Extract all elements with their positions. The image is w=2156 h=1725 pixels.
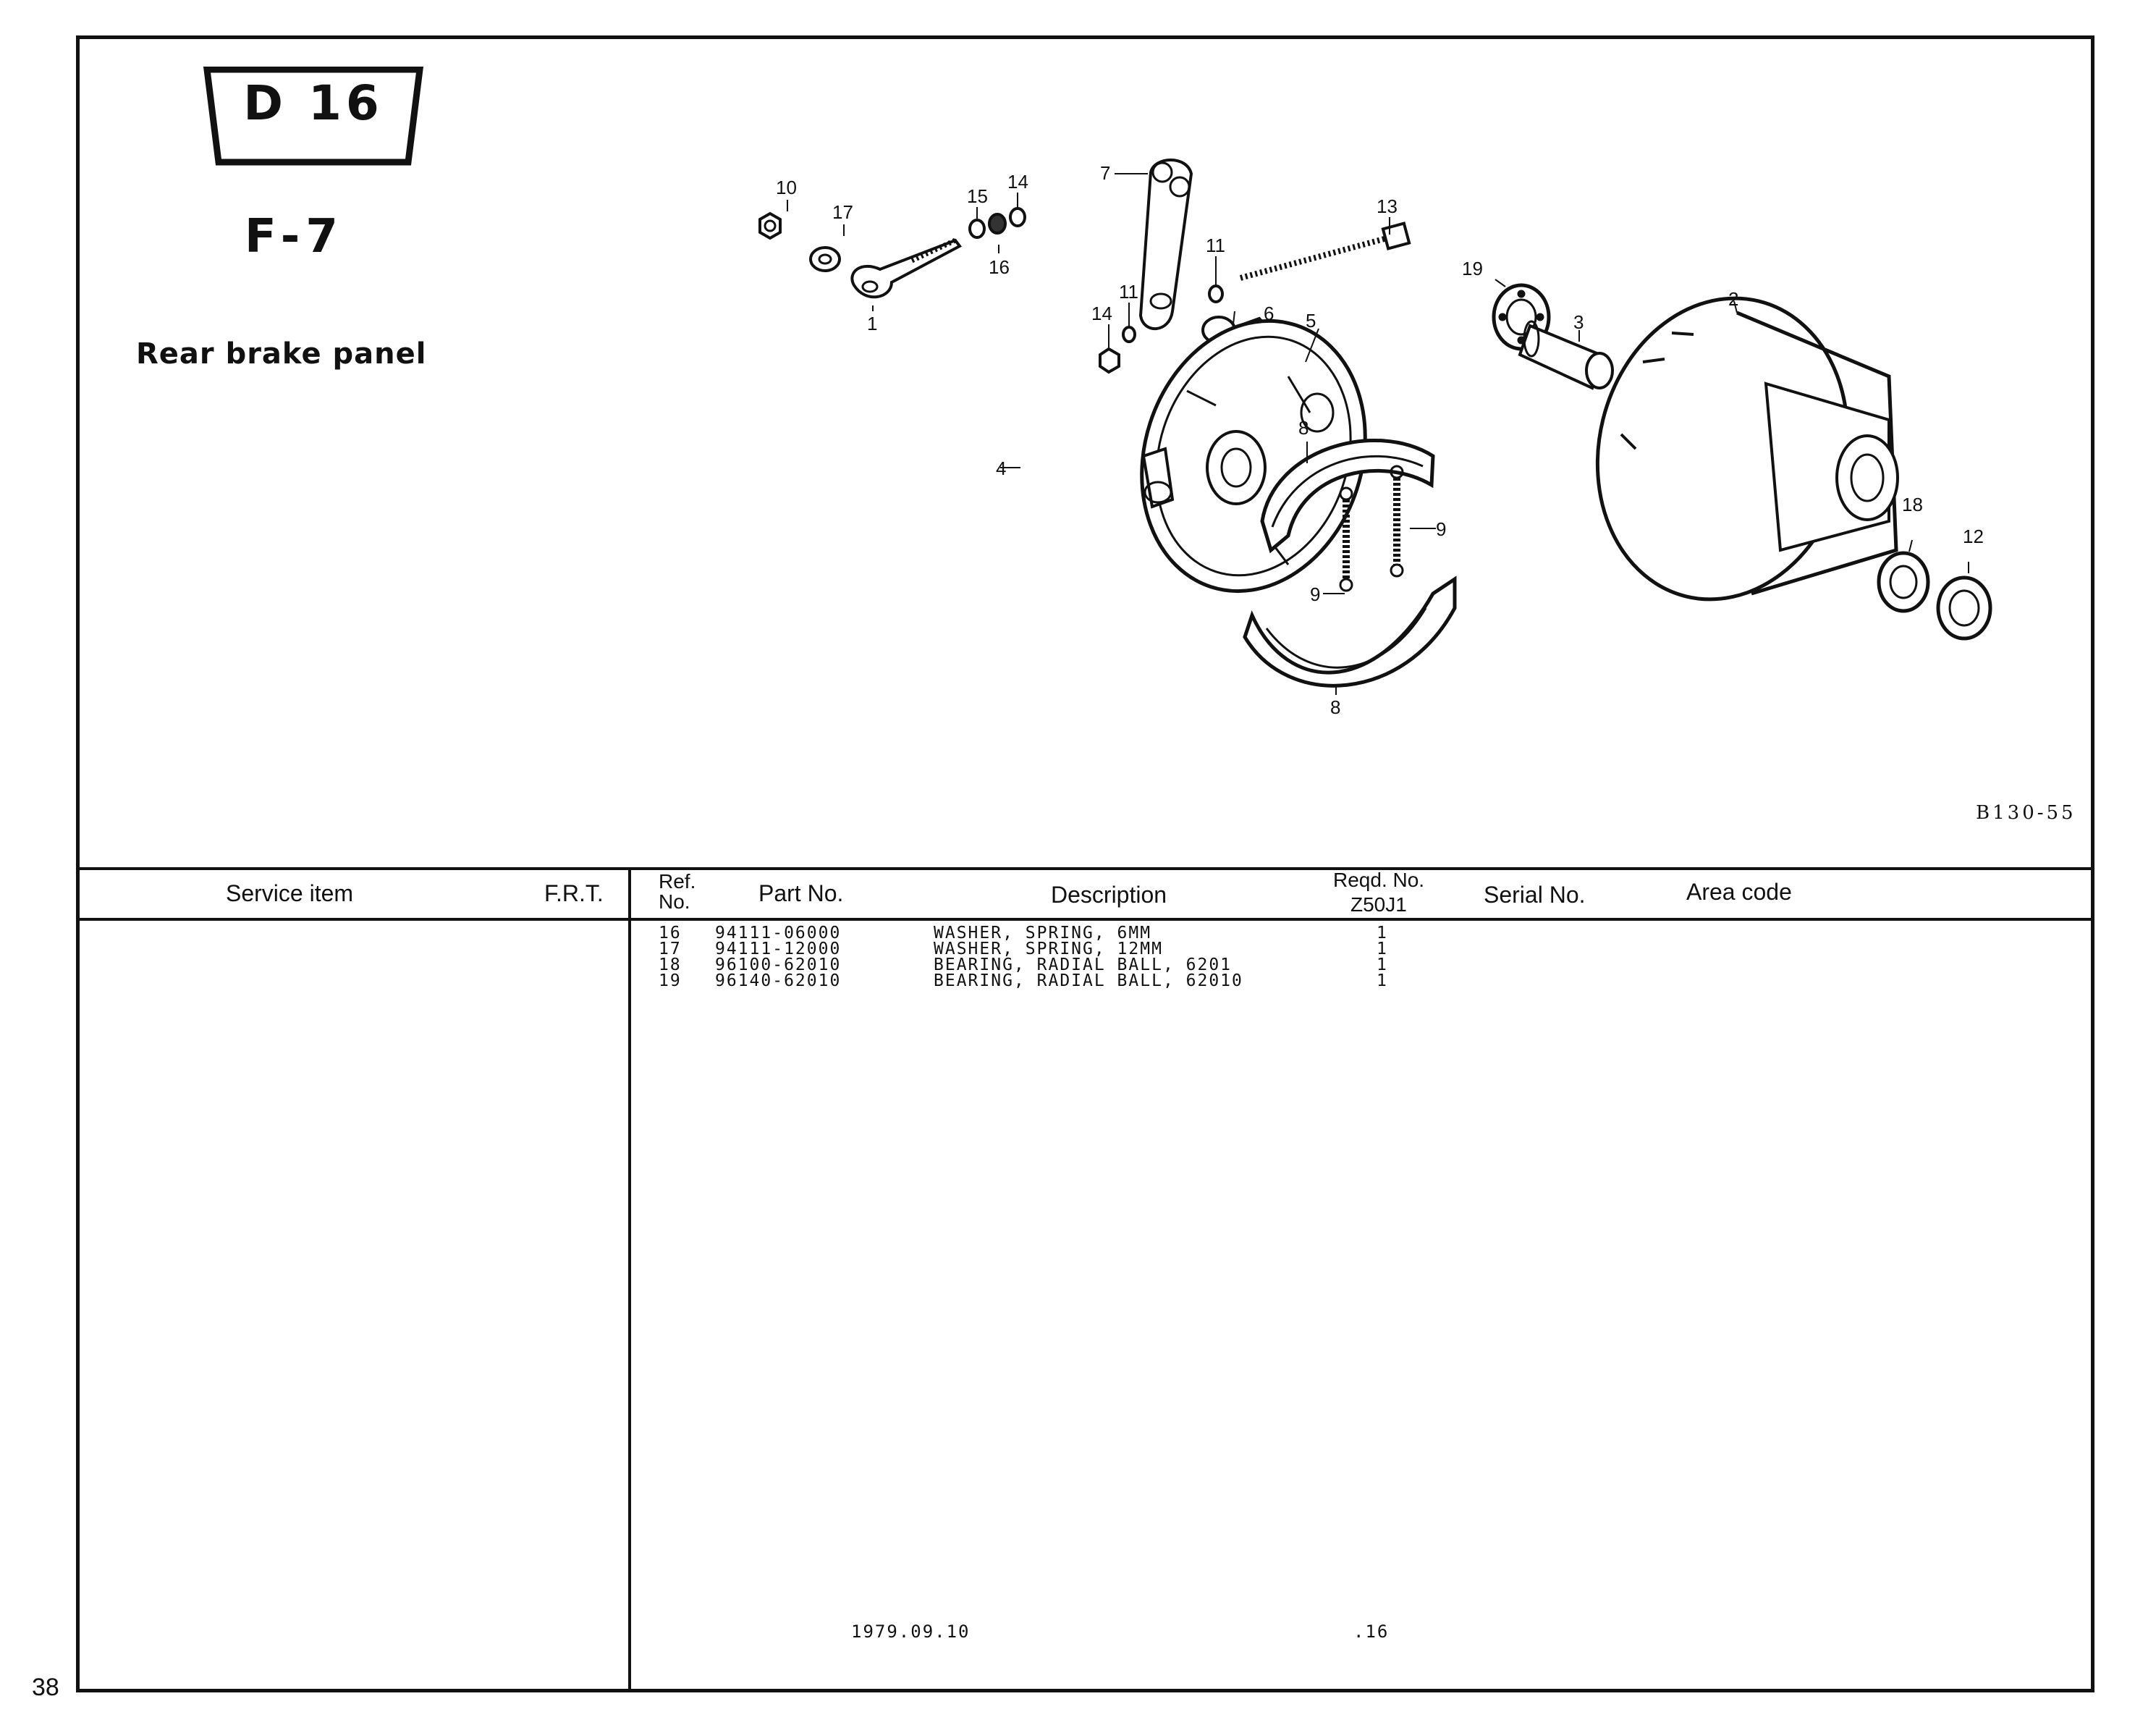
page-number: 38 <box>32 1674 59 1701</box>
qty-cell: 1 <box>1377 924 1388 942</box>
description-cell: BEARING, RADIAL BALL, 6201 <box>934 956 1233 974</box>
header-description: Description <box>1051 882 1167 908</box>
qty-cell: 1 <box>1377 940 1388 958</box>
section-badge-frame <box>203 67 424 166</box>
callout-14: 14 <box>1007 171 1028 193</box>
callout-12: 12 <box>1963 526 1984 547</box>
section-title: Rear brake panel <box>136 337 427 371</box>
washer-11-upper <box>1208 284 1224 303</box>
header-area-code: Area code <box>1686 879 1792 905</box>
callout-11: 11 <box>1206 235 1225 256</box>
washer-17-drawing <box>809 246 841 272</box>
callout-17: 17 <box>832 201 853 223</box>
brake-arm-7-drawing <box>1115 159 1193 330</box>
brake-rod-1-drawing <box>850 237 963 299</box>
leader-lines <box>787 193 1969 695</box>
header-serial-no: Serial No. <box>1484 882 1586 908</box>
callout-9: 9 <box>1310 583 1320 605</box>
description-cell: BEARING, RADIAL BALL, 62010 <box>934 971 1243 990</box>
nut-10-drawing <box>758 211 782 240</box>
seal-12-drawing <box>1936 575 1992 641</box>
callout-6: 6 <box>1264 303 1274 324</box>
part-no-cell: 94111-12000 <box>715 940 842 958</box>
callout-18: 18 <box>1902 494 1923 515</box>
rear-hub-2-drawing <box>1595 296 1899 602</box>
callout-9: 9 <box>1436 518 1446 540</box>
table-column-divider <box>628 867 631 1690</box>
header-frt: F.R.T. <box>544 880 604 906</box>
callout-7: 7 <box>1100 162 1110 184</box>
callout-2: 2 <box>1728 288 1738 310</box>
callout-4: 4 <box>996 457 1006 479</box>
header-service-item: Service item <box>226 880 354 906</box>
ref-no-cell: 19 <box>659 971 682 990</box>
washer-11-lower <box>1122 326 1136 343</box>
qty-cell: 1 <box>1377 956 1388 974</box>
ref-no-cell: 16 <box>659 924 682 942</box>
spring-9-lower <box>1390 465 1404 578</box>
header-ref-line2: No. <box>659 890 690 913</box>
callout-3: 3 <box>1573 311 1584 333</box>
footer-mark: .16 <box>1353 1621 1390 1642</box>
bearing-18-drawing <box>1877 551 1930 613</box>
header-part-no: Part No. <box>758 880 844 906</box>
callout-10: 10 <box>776 177 797 198</box>
part-no-cell: 96140-62010 <box>715 971 842 990</box>
description-cell: WASHER, SPRING, 12MM <box>934 940 1163 958</box>
part-no-cell: 94111-06000 <box>715 924 842 942</box>
callout-8: 8 <box>1298 417 1309 439</box>
callout-16: 16 <box>989 256 1010 278</box>
description-cell: WASHER, SPRING, 6MM <box>934 924 1152 942</box>
diagram-code: B130-55 <box>1976 802 2076 824</box>
qty-cell: 1 <box>1377 971 1388 990</box>
footer-date: 1979.09.10 <box>851 1621 971 1642</box>
ref-no-cell: 17 <box>659 940 682 958</box>
ref-no-cell: 18 <box>659 956 682 974</box>
brake-shoe-8-upper <box>1260 439 1435 554</box>
spacer-3-drawing <box>1518 320 1614 390</box>
exploded-parts-diagram: 10 17 1 15 14 16 7 11 13 11 14 6 5 4 8 9… <box>758 159 1992 718</box>
callout-5: 5 <box>1306 310 1316 332</box>
header-reqd-line1: Reqd. No. <box>1333 869 1425 891</box>
callout-19: 19 <box>1462 258 1483 279</box>
callout-11: 11 <box>1119 281 1138 303</box>
callout-15: 15 <box>967 185 988 207</box>
page-frame <box>76 35 2094 1692</box>
spring-9-upper <box>1339 486 1353 592</box>
part-no-cell: 96100-62010 <box>715 956 842 974</box>
section-badge: D 16 <box>243 75 384 131</box>
table-top-rule <box>78 867 2092 870</box>
small-hardware-top <box>968 207 1026 239</box>
callout-labels: 10 17 1 15 14 16 7 11 13 11 14 6 5 4 8 9… <box>776 162 1984 718</box>
callout-1: 1 <box>867 313 877 334</box>
header-ref-line1: Ref. <box>659 870 696 893</box>
brake-panel-4-drawing <box>1140 319 1367 594</box>
callout-13: 13 <box>1377 195 1398 217</box>
brake-shoe-8-lower <box>1243 575 1457 688</box>
callout-8: 8 <box>1330 696 1340 718</box>
table-header-rule <box>78 918 2092 921</box>
figure-code: F-7 <box>245 210 344 263</box>
nut-14-drawing <box>1099 347 1120 374</box>
header-reqd-line2: Z50J1 <box>1350 893 1407 916</box>
bolt-13-drawing <box>1239 222 1411 281</box>
callout-14: 14 <box>1091 303 1112 324</box>
